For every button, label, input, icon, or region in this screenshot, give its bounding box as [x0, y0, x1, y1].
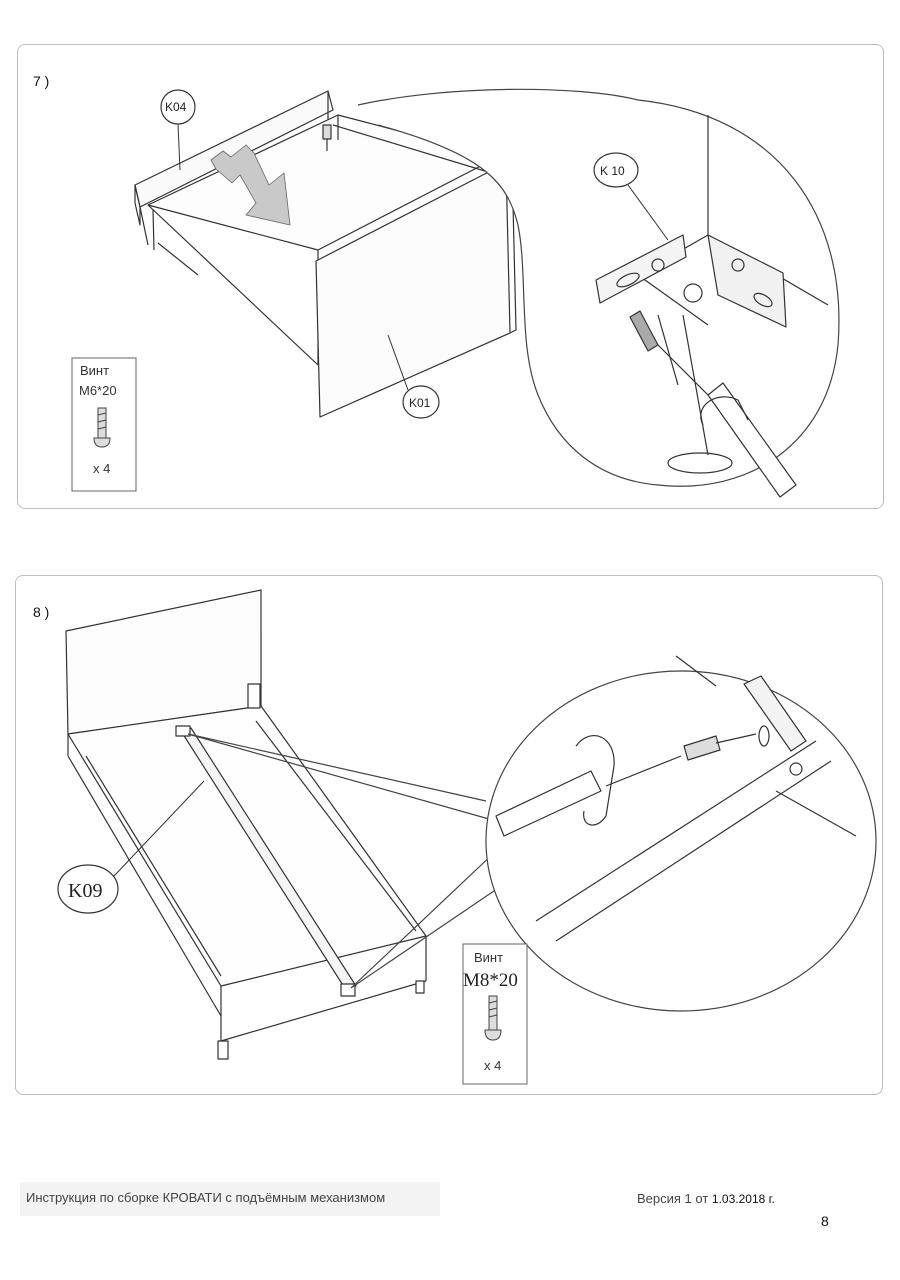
document-title: Инструкция по сборке КРОВАТИ с подъёмным…: [26, 1190, 386, 1205]
hardware-quantity: x 4: [93, 461, 110, 476]
page-number: 8: [821, 1213, 829, 1229]
footer-scan-band: [20, 1182, 440, 1216]
label-k04-text: K04: [165, 100, 187, 114]
beam-k09-drawing: [175, 725, 357, 997]
step-number: 7 ): [33, 73, 50, 89]
direction-arrow: [210, 144, 291, 226]
bolt-icon: [93, 407, 111, 448]
hardware-box: Винт M6*20 x 4: [71, 357, 137, 492]
hardware-quantity: x 4: [484, 1058, 501, 1073]
version-date: 1.03.2018 г.: [711, 1192, 775, 1206]
screw-detail-drawing: [322, 124, 332, 151]
panel-k01-drawing: [315, 162, 517, 418]
hardware-name: Винт: [80, 363, 109, 378]
bolt-icon: [484, 995, 502, 1041]
label-k09: K09: [57, 780, 205, 914]
screw-drawing: [683, 733, 757, 761]
step-number: 8 ): [33, 604, 50, 620]
step-8-panel: 8 ): [15, 575, 883, 1095]
corner-bracket-k10-drawing: [595, 115, 829, 456]
screwdriver-drawing: [629, 310, 797, 498]
label-k01: K01: [387, 334, 440, 419]
label-k09-text: K09: [68, 880, 102, 902]
hardware-name: Винт: [474, 950, 503, 965]
bed-frame-drawing: [67, 683, 427, 1060]
label-k10: K 10: [593, 152, 669, 241]
screwdriver-drawing: [495, 735, 682, 837]
hardware-size: M8*20: [463, 970, 518, 991]
label-k10-text: K 10: [600, 164, 625, 178]
version-info: Версия 1 от 1.03.2018 г.: [637, 1191, 775, 1206]
step-8-illustration: K09 Винт M8*20 x 4: [57, 589, 877, 1085]
hardware-box: Винт M8*20 x 4: [462, 943, 528, 1085]
beam-joint-drawing: [535, 655, 857, 942]
label-k01-text: K01: [409, 396, 431, 410]
label-k04: K04: [160, 89, 196, 171]
hardware-size: M6*20: [79, 383, 117, 398]
version-label: Версия 1 от: [637, 1191, 712, 1206]
step-7-illustration: K04 K01 K 10 Винт M6*20 x 4: [71, 88, 840, 498]
magnify-callout: [485, 670, 877, 1012]
step-7-panel: 7 ): [17, 44, 884, 509]
